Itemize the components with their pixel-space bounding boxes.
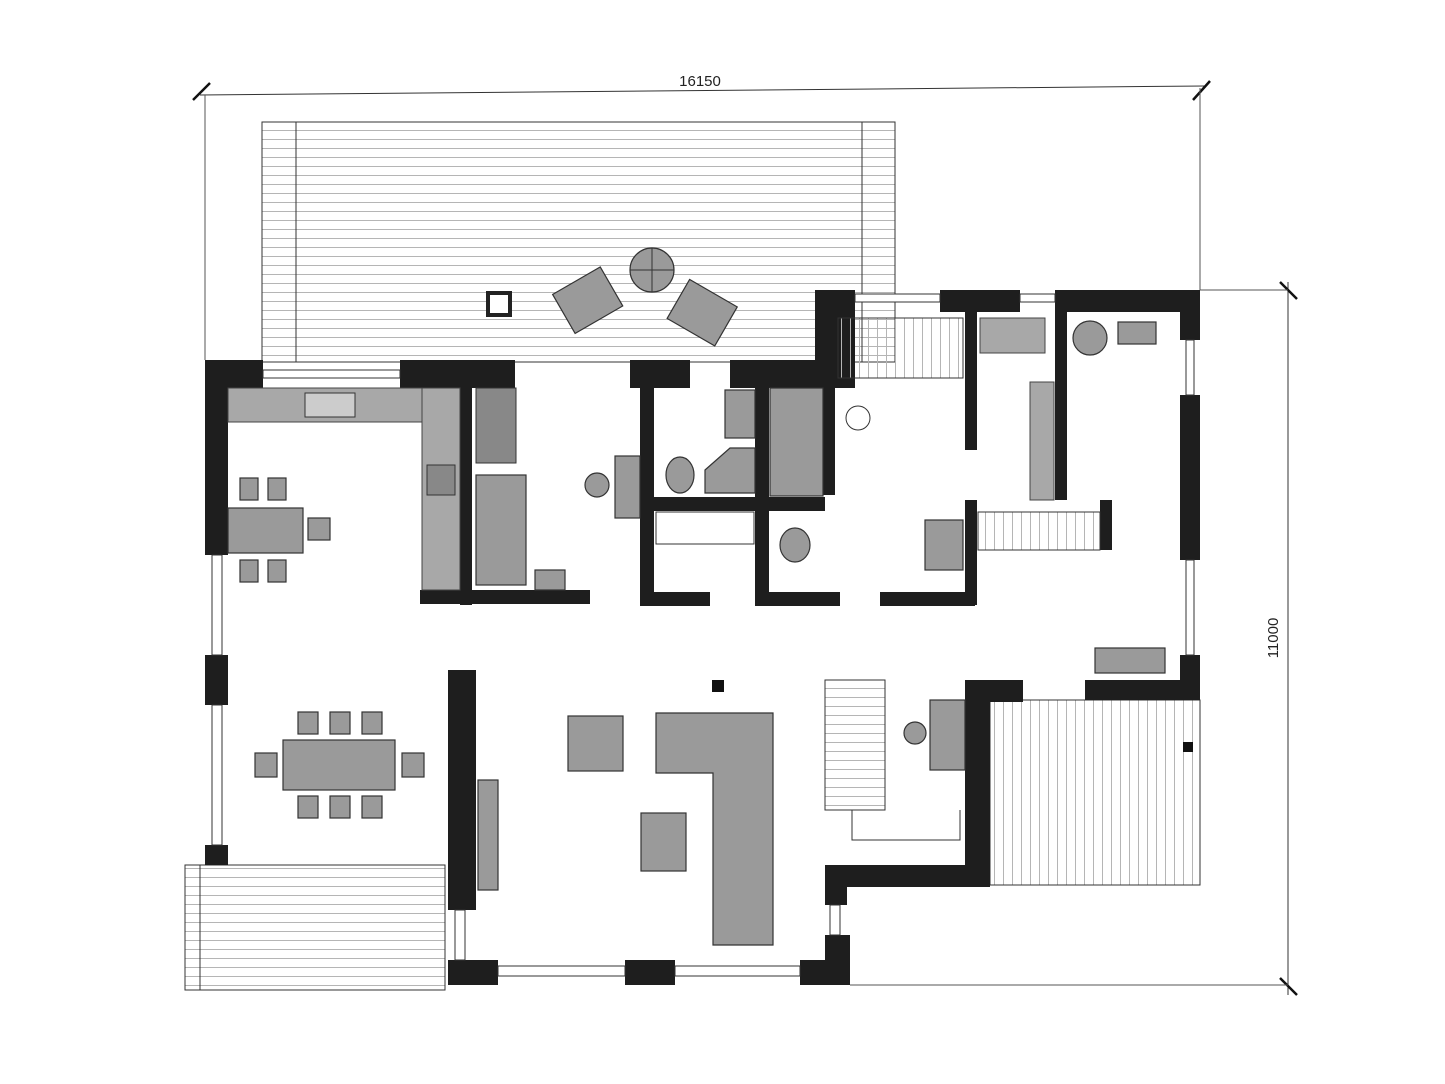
right-terrace [989,699,1201,886]
utility-counter [979,317,1046,354]
width-dimension: 16150 [192,73,1211,360]
boiler [1117,321,1157,345]
window [211,554,223,656]
height-dimension-label: 11000 [1265,618,1282,659]
window [1019,293,1056,303]
bedroom-left [475,387,641,591]
window [497,965,626,977]
bench [1094,647,1166,674]
window [1185,339,1195,396]
window [454,909,466,961]
main-stairs [824,679,1193,841]
height-dimension: 11000 [850,281,1298,996]
stairs-top [837,317,964,379]
round-tub [1072,320,1108,356]
window [1185,559,1195,656]
large-dining-table [254,711,425,819]
terrace-furniture [486,247,739,347]
window [211,704,223,846]
wardrobe [1029,381,1055,501]
kitchen [227,387,461,591]
stove-icon [426,464,456,496]
bottom-left-balcony [184,864,446,991]
bathrooms [655,387,964,571]
small-dining-table [227,477,331,583]
window [262,369,401,379]
living-room [477,680,774,946]
window [674,965,801,977]
closet [977,511,1101,551]
window [829,904,841,936]
window [854,293,941,303]
width-dimension-label: 16150 [679,73,721,90]
sink-icon [304,392,356,418]
